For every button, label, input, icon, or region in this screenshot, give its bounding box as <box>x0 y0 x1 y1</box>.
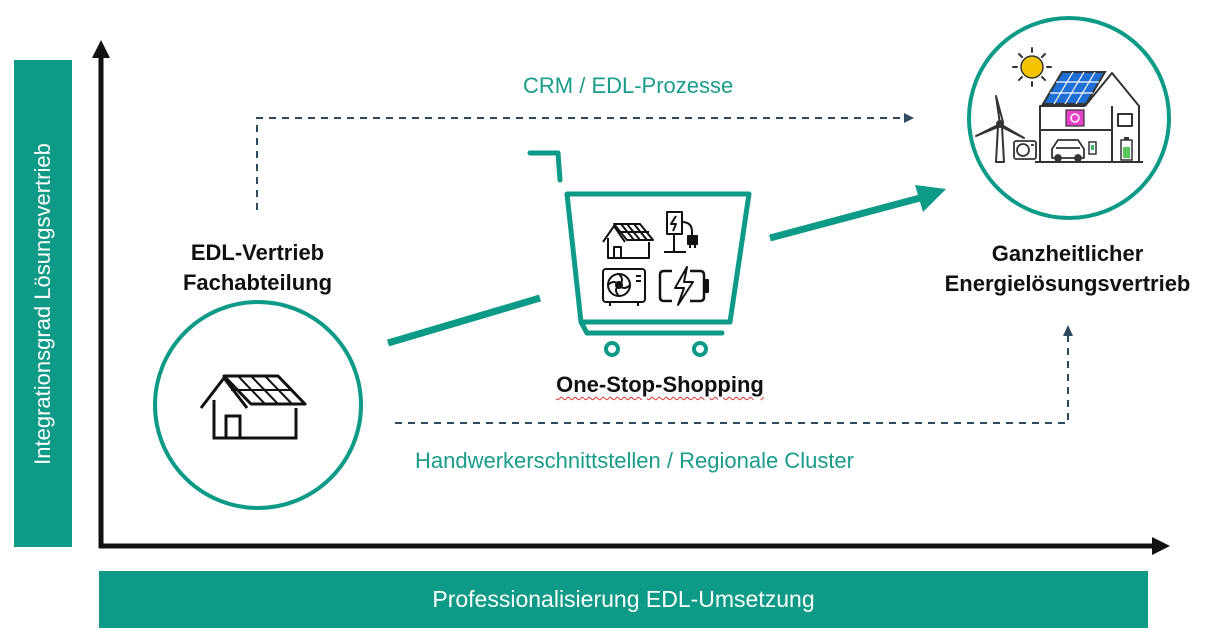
x-axis-label-box: Professionalisierung EDL-Umsetzung <box>99 571 1148 628</box>
middle-stage-label: One-Stop-Shopping <box>520 370 800 400</box>
end-stage-label: Ganzheitlicher Energielösungsvertrieb <box>925 239 1210 299</box>
solar-house-icon <box>153 300 363 510</box>
wall-charger-icon <box>1088 141 1097 155</box>
cart-contents <box>602 211 709 306</box>
progress-line-left <box>387 294 541 347</box>
middle-stage-text: One-Stop-Shopping <box>556 372 764 397</box>
start-stage-line2: Fachabteilung <box>182 270 333 295</box>
end-stage-line2: Energielösungsvertrieb <box>944 271 1191 296</box>
top-dashed-arrow <box>256 117 905 210</box>
sun-icon <box>1012 47 1052 87</box>
y-axis-label-box: Integrationsgrad Lösungsvertrieb <box>14 60 72 547</box>
top-dashed-arrowhead <box>904 113 914 123</box>
axes <box>92 40 1170 555</box>
bottom-process-label: Handwerkerschnittstellen / Regionale Clu… <box>415 448 854 473</box>
start-stage-line1: EDL-Vertrieb <box>190 240 325 265</box>
electric-car-icon <box>1051 139 1085 162</box>
energy-manager-chip-icon <box>1065 109 1085 127</box>
start-stage-label: EDL-Vertrieb Fachabteilung <box>140 238 375 298</box>
heat-pump-icon <box>602 268 646 306</box>
bottom-dashed-arrow <box>395 335 1069 424</box>
progress-line-right <box>769 194 921 242</box>
y-axis-arrowhead <box>92 40 110 58</box>
bottom-dashed-arrowhead <box>1063 325 1073 336</box>
smart-energy-home-icon <box>967 16 1171 220</box>
progress-arrowhead <box>915 185 946 212</box>
mini-solar-house-icon <box>602 223 654 259</box>
roof-solar-panel-icon <box>1041 71 1107 105</box>
x-axis-arrowhead <box>1152 537 1170 555</box>
battery-icon <box>658 266 709 306</box>
x-axis-label: Professionalisierung EDL-Umsetzung <box>432 586 815 612</box>
wind-turbine-icon <box>975 95 1025 163</box>
shopping-cart-icon <box>527 150 752 357</box>
mini-heat-pump-icon <box>1013 140 1037 160</box>
end-stage-line1: Ganzheitlicher <box>991 241 1144 266</box>
charging-station-icon <box>664 211 698 253</box>
home-battery-icon <box>1120 137 1133 161</box>
top-process-label: CRM / EDL-Prozesse <box>523 73 734 98</box>
